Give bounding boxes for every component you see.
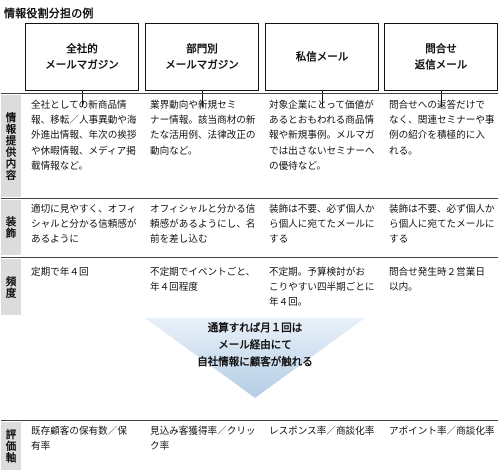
column-connector [322,91,323,107]
cell-frequency-inquiry: 問合せ発生時２営業日 以内。 [389,267,485,294]
cell-evaluation-company: 既存顧客の保有数／保 有率 [31,426,127,453]
row-label-content: 情報提供内容 [1,95,21,197]
cell-content-personal: 対象企業にとって価値が あるとおもわれる商品情 報や新規事例。メルマガ では出さ… [269,100,375,172]
arrow-shape [145,318,365,398]
cell-decoration-personal: 装飾は不要、必ず個人か ら個人に宛てたメールに する [269,204,375,246]
column-header-inquiry-reply: 問合せ 返信メール [384,23,498,91]
column-header-company-newsletter: 全社的 メールマガジン [25,23,139,91]
row-label-evaluation: 評価軸 [1,422,21,470]
page-title: 情報役割分担の例 [4,7,94,20]
cell-decoration-company: 適切に見やすく、オフィ シャルと分かる信頼感が あるように [31,204,137,246]
arrow-line: メール経由にて [218,339,292,351]
cell-content-inquiry: 問合せへの返答だけで なく、関連セミナーや事 例の紹介を積極的に入 れる。 [389,100,495,157]
row-divider [1,93,498,94]
column-connector [82,91,83,107]
cell-evaluation-personal: レスポンス率／商談化率 [269,426,375,437]
arrow-line: 通算すれば月１回は [207,322,303,334]
row-label-frequency: 頻度 [1,259,21,315]
column-header-personal-mail: 私信メール [265,23,379,91]
row-label-decoration: 装飾 [1,200,21,255]
cell-decoration-inquiry: 装飾は不要、必ず個人か ら個人に宛てたメールに する [389,204,495,246]
row-divider [1,420,498,421]
cell-evaluation-inquiry: アポイント率／商談化率 [389,426,495,437]
arrow-line: 自社情報に顧客が触れる [197,356,313,368]
row-divider [1,198,498,199]
cell-decoration-department: オフィシャルと分かる信 頼感があるようにし、名 前を差し込む [150,204,256,246]
cell-content-company: 全社としての新商品情 報、移転／人事異動や海 外進出情報、年次の挨拶 や休暇情報… [31,100,137,172]
cell-frequency-department: 不定期でイベントごと、 年４回程度 [150,267,256,294]
column-connector [202,91,203,107]
cell-content-department: 業界動向や新規セミ ナー情報。該当商材の新 たな活用例、法律改正の 動向など。 [150,100,256,157]
down-arrow-graphic [145,318,365,398]
cell-frequency-personal: 不定期。予算検討がお こりやすい四半期ごとに 年４回。 [269,267,375,309]
arrow-message: 通算すれば月１回は メール経由にて 自社情報に顧客が触れる [145,320,365,371]
cell-evaluation-department: 見込み客獲得率／クリッ ク率 [150,426,256,453]
column-header-department-newsletter: 部門別 メールマガジン [145,23,259,91]
row-divider [1,257,498,258]
cell-frequency-company: 定期で年４回 [31,267,89,278]
column-connector [441,91,442,107]
